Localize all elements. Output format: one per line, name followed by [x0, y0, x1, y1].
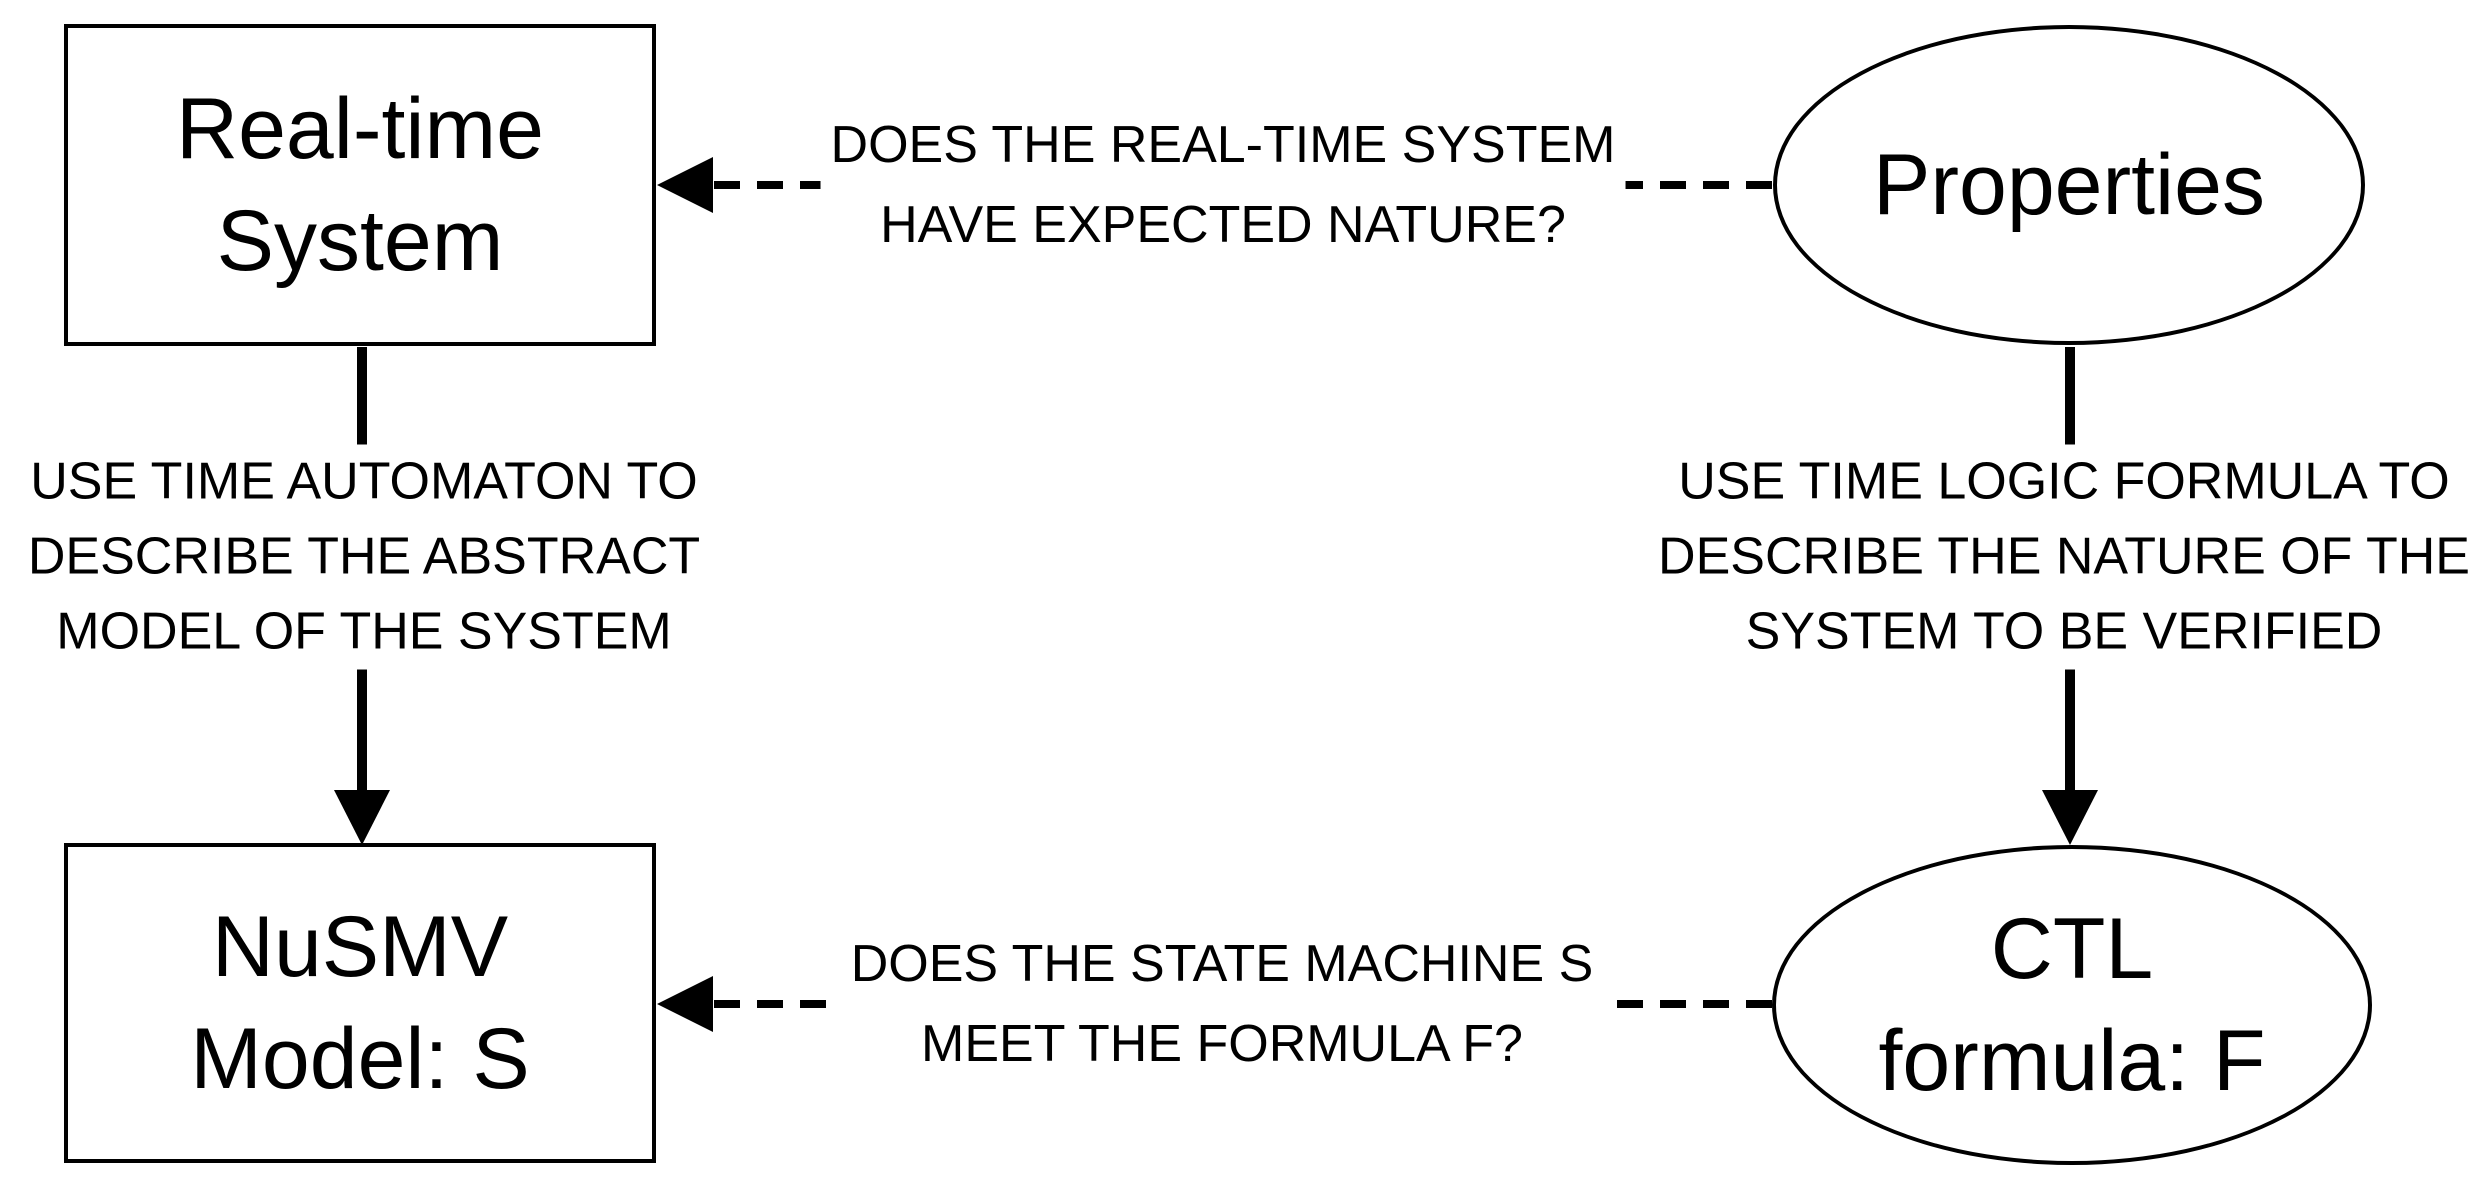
edge-label-bottom-question: DOES THE STATE MACHINE S MEET THE FORMUL…: [840, 924, 1604, 1084]
node-ctl-formula-line1: CTL: [1990, 901, 2154, 997]
edge-label-left-process-line3: MODEL OF THE SYSTEM: [56, 602, 672, 661]
node-properties-label: Properties: [1873, 137, 2265, 233]
node-realtime-system-line1: Real-time: [176, 81, 544, 177]
node-properties: Properties: [1773, 25, 2365, 345]
edge-label-top-question-line2: HAVE EXPECTED NATURE?: [880, 196, 1566, 254]
edge-label-top-question: DOES THE REAL-TIME SYSTEM HAVE EXPECTED …: [820, 105, 1626, 265]
edge-label-right-process: USE TIME LOGIC FORMULA TO DESCRIBE THE N…: [1648, 444, 2476, 670]
edge-label-left-process: USE TIME AUTOMATON TO DESCRIBE THE ABSTR…: [17, 444, 711, 670]
edge-label-bottom-question-line1: DOES THE STATE MACHINE S: [850, 935, 1594, 993]
dashed-arrow-top-arrowhead: [657, 157, 713, 213]
solid-arrow-right-arrowhead: [2042, 790, 2098, 845]
node-nusmv-model-line2: Model: S: [190, 1011, 530, 1107]
node-ctl-formula-line2: formula: F: [1878, 1013, 2266, 1109]
edge-label-right-process-line1: USE TIME LOGIC FORMULA TO: [1678, 452, 2450, 511]
node-realtime-system-line2: System: [216, 193, 504, 289]
node-realtime-system: Real-time System: [64, 24, 656, 346]
node-nusmv-model-line1: NuSMV: [211, 899, 509, 995]
edge-label-bottom-question-line2: MEET THE FORMULA F?: [921, 1015, 1523, 1073]
edge-label-right-process-line2: DESCRIBE THE NATURE OF THE: [1658, 527, 2470, 586]
edge-label-right-process-line3: SYSTEM TO BE VERIFIED: [1745, 602, 2383, 661]
solid-arrow-left-arrowhead: [334, 790, 390, 845]
node-ctl-formula: CTL formula: F: [1772, 845, 2372, 1165]
node-nusmv-model: NuSMV Model: S: [64, 843, 656, 1163]
edge-label-left-process-line2: DESCRIBE THE ABSTRACT: [27, 527, 701, 586]
edge-label-left-process-line1: USE TIME AUTOMATON TO: [30, 452, 698, 511]
edge-label-top-question-line1: DOES THE REAL-TIME SYSTEM: [830, 116, 1616, 174]
dashed-arrow-bottom-arrowhead: [657, 976, 713, 1032]
